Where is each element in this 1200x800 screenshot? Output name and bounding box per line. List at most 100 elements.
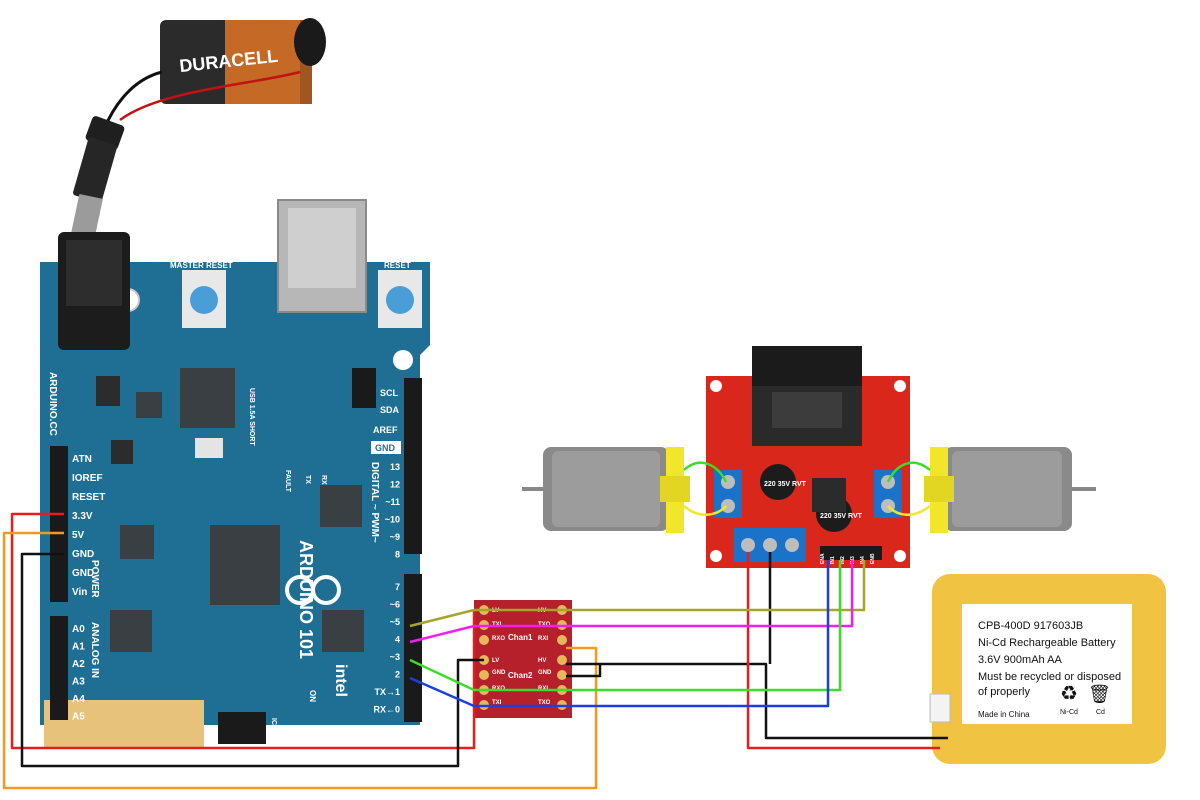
shifter-right_mid-0: HV	[538, 658, 546, 664]
battery-9v: DURACELL	[160, 18, 326, 104]
sda-label: SDA	[380, 405, 400, 415]
power-pin-pin-6: GND	[72, 568, 94, 579]
wire-right-motor-yellow	[887, 504, 931, 516]
reset-label: RESET	[384, 261, 411, 270]
digital-upper-pin-1: 12	[390, 480, 400, 490]
digital-header-upper	[404, 378, 422, 554]
chan1-label: Chan1	[508, 633, 533, 642]
digital-upper-pin-0: 13	[390, 462, 400, 472]
nicd-recycle-line-2: of properly	[978, 686, 1030, 698]
wire-battery-red	[746, 552, 940, 750]
digital-lower-pin-5: 2	[395, 670, 400, 680]
main-mcu-chip	[210, 525, 280, 605]
shifter-left_mid-0: LV	[492, 658, 499, 664]
shifter-right_top-2: RXI	[538, 636, 548, 642]
power-pin-pin-2: RESET	[72, 492, 105, 503]
battery-connector	[929, 693, 951, 723]
wire-right-motor-green	[886, 461, 931, 483]
rx-label: RX	[320, 475, 327, 485]
intel-logo: intel	[332, 664, 349, 697]
power-pin-pin-7: Vin	[72, 587, 87, 598]
wires	[2, 461, 948, 790]
icsp-header-top	[352, 368, 376, 408]
wire-5v-orange	[2, 531, 598, 790]
terminal-left	[714, 470, 742, 518]
power-label: POWER	[89, 560, 100, 599]
digital-lower-pin-0: 7	[395, 582, 400, 592]
wire-pin5-olive	[409, 560, 866, 628]
arduino-101-board: MASTER RESET RESET ARDUINO 101 ARDUINO.C…	[40, 199, 430, 748]
heatsink	[752, 346, 862, 446]
wire-pin4-magenta	[409, 560, 854, 644]
cd-symbol: Cd	[1096, 709, 1105, 716]
wire-3v3-red	[10, 512, 476, 750]
wire-gnd-black-3	[566, 664, 602, 678]
analog-header	[50, 616, 68, 720]
driver-pin-label-5: ENB	[870, 553, 876, 564]
icsp-header-bottom	[218, 712, 266, 744]
right-motor	[924, 447, 1096, 533]
svg-text:220 35V RVT: 220 35V RVT	[764, 481, 807, 488]
gnd-top-label: GND	[375, 443, 396, 453]
shifter-right_bot-1: TXO	[538, 700, 551, 706]
tx-label: TX	[304, 475, 311, 484]
analog-pin-pin-4: A4	[72, 694, 85, 705]
scl-label: SCL	[380, 388, 399, 398]
driver-pin-label-0: ENA	[820, 553, 826, 564]
shifter-left_mid-1: GND	[492, 670, 506, 676]
arduino-logo	[285, 575, 341, 605]
reset-button[interactable]	[386, 286, 414, 314]
driver-pin-label-2: IN2	[840, 556, 846, 564]
wire-gnd-black	[20, 552, 484, 768]
digital-lower-pin-2: ~5	[390, 617, 400, 627]
wire-left-motor-green	[683, 461, 728, 483]
left-motor	[522, 447, 690, 533]
wire-left-motor-yellow	[683, 505, 727, 516]
svg-text:220 35V RVT: 220 35V RVT	[820, 513, 863, 520]
analog-pin-pin-2: A2	[72, 659, 85, 670]
nicd-spec-line: 3.6V 900mAh AA	[978, 654, 1062, 666]
digital-upper-pin-5: 8	[395, 550, 400, 560]
digital-lower-pin-4: ~3	[390, 652, 400, 662]
digital-lower-pin-7: RX←0	[373, 705, 400, 715]
shifter-right_mid-1: GND	[538, 670, 552, 676]
chan2-label: Chan2	[508, 671, 533, 680]
antenna-pad	[44, 700, 204, 748]
digital-lower-pin-1: ~6	[390, 600, 400, 610]
barrel-plug	[71, 116, 125, 239]
aref-label: AREF	[373, 425, 398, 435]
digital-header-lower	[404, 574, 422, 722]
analog-pin-pin-0: A0	[72, 624, 85, 635]
model-label: ARDUINO 101	[296, 540, 316, 659]
nicd-symbol: Ni-Cd	[1060, 709, 1078, 716]
driver-pin-header	[820, 546, 882, 560]
wire-pin3-green	[409, 560, 842, 692]
power-pin-pin-0: ATN	[72, 454, 92, 465]
nicd-model-line: CPB-400D 917603JB	[978, 620, 1083, 632]
driver-pin-label-1: IN1	[830, 556, 836, 564]
icsp-label: ICSP	[270, 718, 277, 735]
digital-label: DIGITAL ~ PWM~	[369, 462, 380, 543]
analog-in-label: ANALOG IN	[89, 622, 100, 678]
terminal-right	[874, 470, 902, 518]
recycle-icon: ♻	[1060, 683, 1078, 705]
wire-gnd-black-2	[566, 662, 948, 740]
master-reset-label: MASTER RESET	[170, 261, 233, 270]
digital-upper-pin-4: ~9	[390, 532, 400, 542]
power-pin-pin-1: IOREF	[72, 473, 103, 484]
capacitor-1: 220 35V RVT	[760, 464, 807, 500]
analog-pin-pin-5: A5	[72, 712, 85, 723]
analog-pin-pin-3: A3	[72, 677, 85, 688]
digital-lower-pin-3: 4	[395, 635, 400, 645]
fault-label: FAULT	[284, 470, 291, 493]
master-reset-button[interactable]	[190, 286, 218, 314]
digital-upper-pin-3: ~10	[385, 515, 400, 525]
logic-level-shifter: Chan1 Chan2 LVTXIRXOHVTXORXILVGNDHVGNDRX…	[474, 600, 572, 718]
power-pin-pin-4: 5V	[72, 530, 85, 541]
digital-lower-pin-6: TX→1	[374, 687, 400, 697]
power-header	[50, 446, 68, 602]
wire-pin2-blue	[409, 560, 830, 708]
shifter-left_top-2: RXO	[492, 636, 505, 642]
